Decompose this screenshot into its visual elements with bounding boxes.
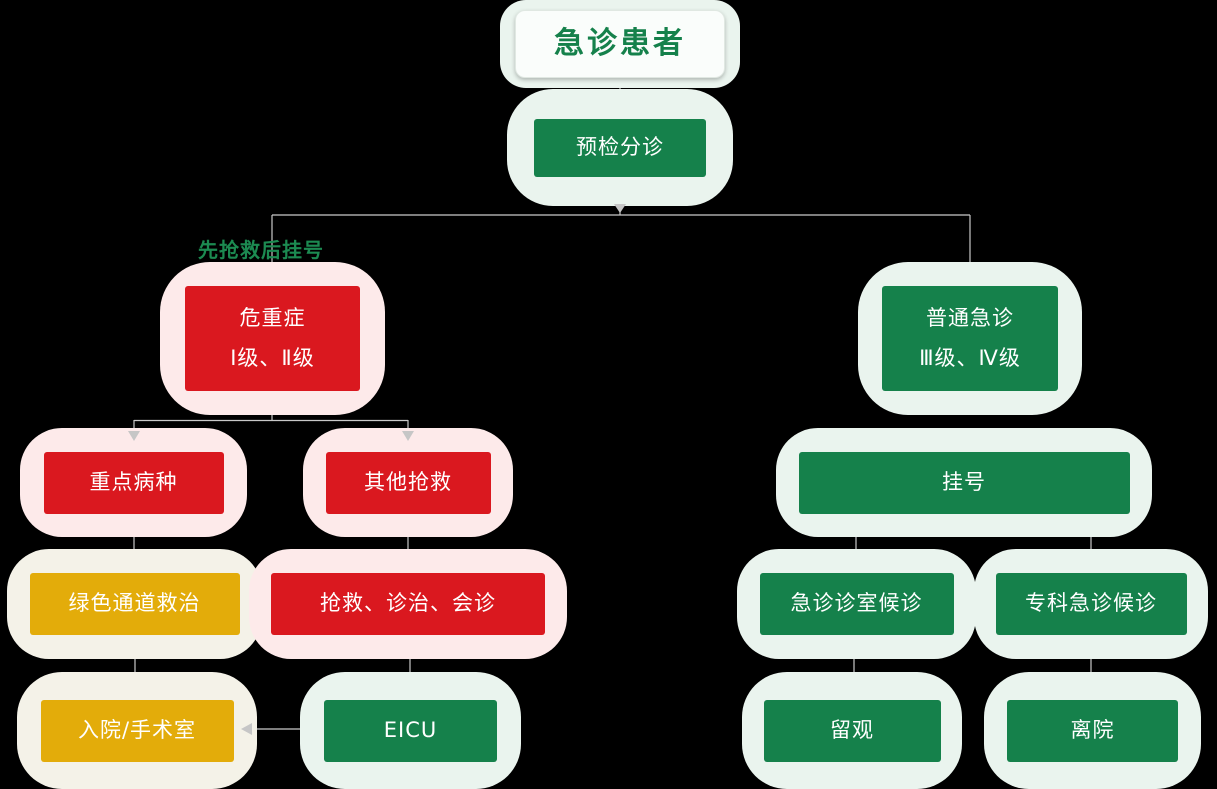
- patient-node-halo: 急诊患者: [500, 0, 740, 88]
- discharge-node: 离院: [1007, 699, 1178, 762]
- critical-node-line1: 危重症: [239, 305, 306, 330]
- discharge-node-label: 离院: [1070, 717, 1115, 742]
- key-disease-node-halo: 重点病种: [20, 428, 247, 537]
- patient-node-label: 急诊患者: [554, 26, 686, 61]
- other-rescue-node: 其他抢救: [325, 451, 491, 514]
- admission-or-node: 入院/手术室: [40, 699, 234, 762]
- observation-node-label: 留观: [830, 717, 874, 742]
- rescue-consult-node-halo: 抢救、诊治、会诊: [249, 549, 567, 659]
- eicu-node-label: EICU: [383, 717, 438, 742]
- general-emergency-node: 普通急诊 Ⅲ级、Ⅳ级: [882, 286, 1058, 391]
- registration-node-label: 挂号: [942, 469, 986, 494]
- observation-node-halo: 留观: [742, 672, 962, 789]
- key-disease-node: 重点病种: [43, 451, 224, 514]
- general-emergency-node-line2: Ⅲ级、Ⅳ级: [919, 345, 1021, 370]
- rescue-first-label: 先抢救后挂号: [198, 238, 324, 262]
- registration-node: 挂号: [798, 451, 1130, 514]
- rescue-consult-node-label: 抢救、诊治、会诊: [320, 591, 496, 616]
- green-channel-node-label: 绿色通道救治: [68, 591, 201, 616]
- triage-node-halo: 预检分诊: [507, 89, 733, 206]
- green-channel-node-halo: 绿色通道救治: [7, 549, 262, 659]
- patient-node: 急诊患者: [515, 10, 725, 78]
- registration-node-halo: 挂号: [776, 428, 1152, 537]
- admission-or-node-label: 入院/手术室: [77, 717, 197, 742]
- critical-node-halo: 危重症 Ⅰ级、Ⅱ级: [160, 262, 385, 415]
- general-emergency-node-halo: 普通急诊 Ⅲ级、Ⅳ级: [858, 262, 1082, 415]
- triage-node-label: 预检分诊: [576, 134, 664, 159]
- admission-or-node-halo: 入院/手术室: [17, 672, 257, 789]
- observation-node: 留观: [763, 699, 941, 762]
- rescue-consult-node: 抢救、诊治、会诊: [271, 573, 545, 635]
- triage-node: 预检分诊: [534, 118, 706, 177]
- critical-node-line2: Ⅰ级、Ⅱ级: [230, 345, 315, 370]
- er-room-waiting-node-halo: 急诊诊室候诊: [737, 549, 976, 659]
- green-channel-node: 绿色通道救治: [29, 573, 240, 635]
- specialist-waiting-node-label: 专科急诊候诊: [1025, 591, 1157, 616]
- eicu-node-halo: EICU: [300, 672, 521, 789]
- er-room-waiting-node: 急诊诊室候诊: [759, 573, 954, 635]
- critical-node: 危重症 Ⅰ级、Ⅱ级: [185, 286, 360, 391]
- key-disease-node-label: 重点病种: [89, 469, 178, 494]
- specialist-waiting-node: 专科急诊候诊: [995, 573, 1187, 635]
- specialist-waiting-node-halo: 专科急诊候诊: [974, 549, 1208, 659]
- eicu-node: EICU: [324, 699, 497, 762]
- other-rescue-node-label: 其他抢救: [364, 469, 452, 494]
- general-emergency-node-line1: 普通急诊: [926, 305, 1014, 330]
- discharge-node-halo: 离院: [984, 672, 1201, 789]
- er-room-waiting-node-label: 急诊诊室候诊: [790, 591, 923, 616]
- other-rescue-node-halo: 其他抢救: [303, 428, 513, 537]
